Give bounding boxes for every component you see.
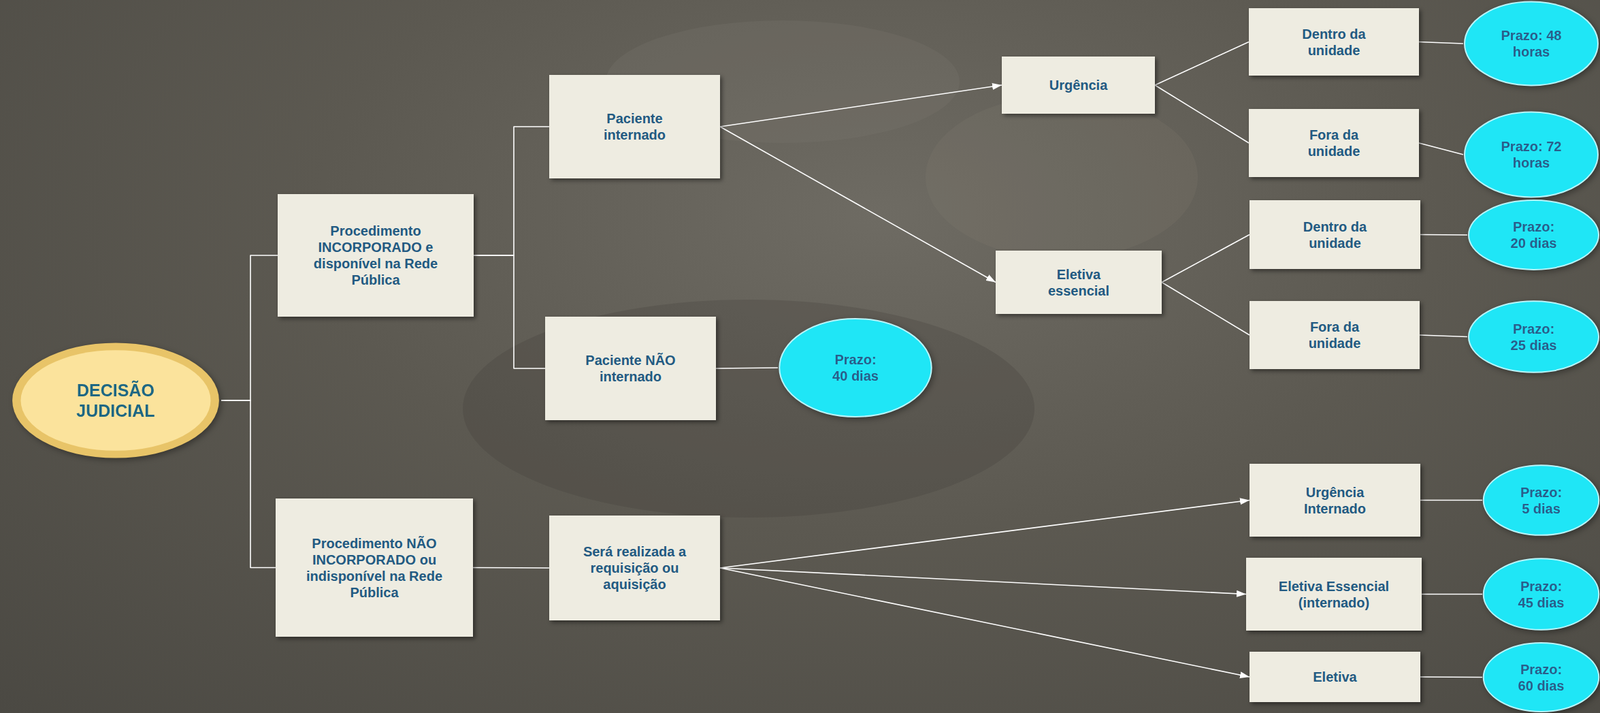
node-text: Prazo: 72 horas	[1492, 138, 1571, 171]
ellipse-fill	[1464, 112, 1598, 198]
connector	[720, 85, 1002, 127]
connector	[1418, 142, 1464, 155]
node-text: Eletiva	[1312, 668, 1357, 685]
process-box: Eletiva essencial	[995, 250, 1162, 314]
ellipse-fill	[779, 318, 932, 417]
node-text: Urgência	[1049, 76, 1108, 94]
connector	[720, 500, 1250, 569]
connector	[720, 567, 1250, 677]
background-shape	[925, 95, 1198, 259]
ellipse-fill	[1483, 558, 1600, 630]
node-text: Eletiva Essencial (internado)	[1255, 577, 1413, 611]
node-text: Paciente NÃO internado	[573, 351, 689, 385]
node-text: Dentro da unidade	[1289, 25, 1379, 59]
connector	[1161, 234, 1250, 283]
connector	[473, 126, 550, 256]
deadline-ellipse: Prazo: 48 horas	[1463, 0, 1600, 88]
deadline-ellipse: Prazo: 45 dias	[1482, 556, 1600, 631]
deadline-ellipse-shape	[1467, 198, 1600, 271]
node-text: Eletiva essencial	[1034, 266, 1123, 299]
connector	[1420, 499, 1483, 501]
node-text: Prazo: 60 dias	[1514, 660, 1569, 694]
process-box: Procedimento NÃO INCORPORADO ou indispon…	[275, 498, 473, 637]
node-text: Fora da unidade	[1290, 318, 1379, 352]
decision-ellipse-shape	[10, 338, 222, 462]
deadline-ellipse-shape	[1463, 0, 1600, 88]
node-text: Prazo: 40 dias	[828, 351, 883, 384]
connector	[221, 400, 276, 568]
process-box: Urgência	[1001, 56, 1155, 114]
node-text: Dentro da unidade	[1291, 218, 1380, 252]
deadline-ellipse: Prazo: 25 dias	[1467, 299, 1600, 374]
ellipse-fill	[21, 349, 211, 451]
deadline-ellipse: Prazo: 20 dias	[1467, 198, 1600, 271]
deadline-ellipse-shape	[1482, 463, 1600, 537]
node-text: Prazo: 48 horas	[1492, 27, 1571, 60]
connector	[720, 126, 996, 283]
connector	[720, 567, 1247, 595]
connector	[1420, 234, 1468, 236]
node-text: Fora da unidade	[1289, 126, 1379, 160]
deadline-ellipse: Prazo: 5 dias	[1482, 463, 1600, 537]
node-text: Prazo: 5 dias	[1515, 483, 1567, 517]
process-box: Eletiva Essencial (internado)	[1246, 557, 1422, 631]
node-text: Procedimento NÃO INCORPORADO ou indispon…	[302, 534, 446, 601]
deadline-ellipse-shape	[1482, 556, 1600, 631]
ellipse-rim	[12, 342, 220, 458]
ellipse-fill	[1464, 2, 1598, 86]
process-box: Eletiva	[1249, 651, 1421, 702]
ellipse-fill	[1468, 200, 1599, 270]
deadline-ellipse: Prazo: 72 horas	[1463, 110, 1600, 199]
connector	[1418, 42, 1464, 45]
process-box: Urgência Internado	[1249, 463, 1421, 537]
connector	[1419, 334, 1468, 337]
decision-ellipse: DECISÃO JUDICIAL	[10, 338, 222, 462]
connector	[1154, 42, 1249, 86]
process-box: Fora da unidade	[1249, 300, 1420, 369]
deadline-ellipse: Prazo: 40 dias	[777, 316, 934, 419]
background-shape	[462, 299, 1035, 518]
connector	[1421, 593, 1483, 595]
ellipse-fill	[1483, 464, 1600, 535]
connector	[221, 255, 278, 401]
node-text: Procedimento INCORPORADO e disponível na…	[297, 222, 454, 288]
ellipse-fill	[1483, 642, 1600, 712]
process-box: Fora da unidade	[1248, 108, 1419, 177]
deadline-ellipse-shape	[777, 316, 934, 419]
node-text: Paciente internado	[587, 110, 683, 143]
process-box: Dentro da unidade	[1249, 200, 1421, 269]
deadline-ellipse-shape	[1467, 299, 1600, 374]
node-text: Urgência Internado	[1284, 483, 1387, 517]
node-text: Prazo: 45 dias	[1514, 577, 1569, 611]
deadline-ellipse-shape	[1463, 110, 1600, 199]
process-box: Paciente NÃO internado	[545, 316, 716, 420]
connector	[1420, 675, 1483, 678]
ellipse-fill	[1468, 300, 1599, 373]
node-text: Prazo: 25 dias	[1506, 320, 1562, 354]
process-box: Procedimento INCORPORADO e disponível na…	[277, 193, 474, 317]
node-text: Será realizada a requisição ou aquisição	[566, 543, 704, 593]
process-box: Paciente internado	[549, 74, 721, 179]
node-text: DECISÃO JUDICIAL	[61, 379, 171, 421]
node-text: Prazo: 20 dias	[1506, 218, 1562, 252]
connector	[1161, 282, 1250, 336]
deadline-ellipse-shape	[1482, 641, 1600, 713]
connector	[1154, 85, 1249, 143]
deadline-ellipse: Prazo: 60 dias	[1482, 641, 1600, 713]
process-box: Será realizada a requisição ou aquisição	[549, 515, 721, 620]
connector	[473, 255, 546, 369]
connector	[715, 367, 778, 369]
process-box: Dentro da unidade	[1248, 8, 1419, 76]
connector	[472, 566, 550, 569]
